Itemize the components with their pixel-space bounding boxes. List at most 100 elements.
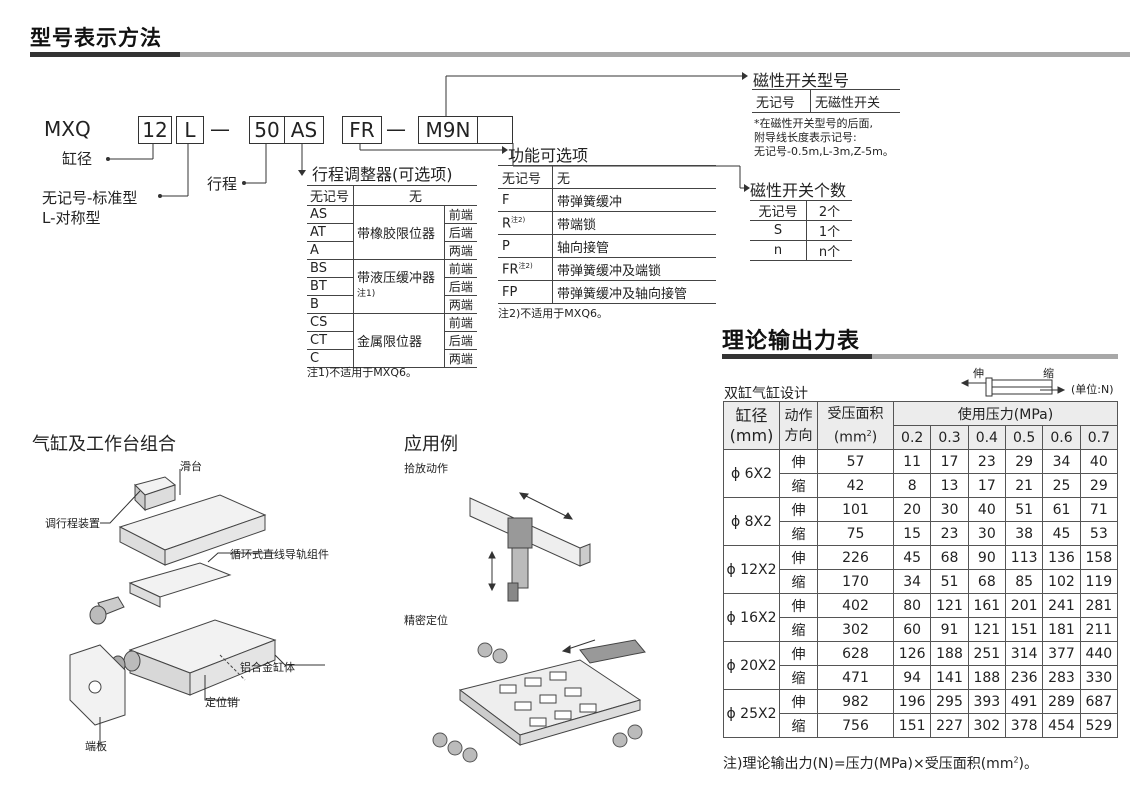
force-value-cell: 302	[967, 713, 1006, 738]
adjuster-code: BS	[307, 259, 354, 278]
force-section-title: 理论输出力表	[722, 329, 861, 354]
label-linear-guide: 循环式直线导轨组件	[230, 548, 329, 561]
force-value-cell: 295	[930, 689, 969, 714]
force-value-cell: 119	[1079, 569, 1119, 594]
adjuster-group-name: 带液压缓冲器	[357, 271, 436, 286]
adjuster-code: C	[307, 349, 354, 368]
adjuster-header-row: 无记号 无	[307, 185, 477, 206]
force-subtitle: 双缸气缸设计	[724, 386, 808, 402]
force-value-cell: 377	[1042, 641, 1081, 666]
function-desc: 带端锁	[552, 211, 716, 235]
force-value-cell: 85	[1004, 569, 1044, 594]
header-bore: 缸径(mm)	[723, 401, 780, 450]
force-value-cell: 91	[930, 617, 969, 642]
table-row: R注2)带端锁	[498, 211, 716, 235]
adjuster-note: 注1)不适用于MXQ6。	[307, 366, 417, 379]
model-dash: —	[210, 117, 230, 141]
type-label-standard: 无记号-标准型	[42, 189, 138, 207]
force-value-cell: 21	[1004, 473, 1044, 498]
force-table: 缸径(mm) 动作方向 受压面积(mm2) 使用压力(MPa) 0.2 0.3 …	[723, 401, 1119, 738]
model-prefix: MXQ	[44, 117, 91, 141]
force-value-cell: 188	[967, 665, 1006, 690]
force-unit: (单位:N)	[1071, 383, 1114, 396]
table-row: AT 后端	[307, 223, 477, 242]
function-desc: 无	[552, 165, 716, 189]
force-value-cell: 45	[892, 545, 932, 570]
application-example-pick-place: 拾放动作	[404, 462, 448, 475]
switch-model-note-1: *在磁性开关型号的后面,	[754, 117, 873, 130]
switch-count-title: 磁性开关个数	[750, 181, 847, 200]
force-value-cell: 51	[930, 569, 969, 594]
force-value-cell: 151	[1004, 617, 1044, 642]
force-value-cell: 68	[930, 545, 969, 570]
adjuster-header-code: 无记号	[307, 185, 354, 206]
direction-cell: 伸	[779, 449, 818, 474]
force-value-cell: 393	[967, 689, 1006, 714]
label-stroke-adjuster: 调行程装置	[45, 517, 100, 530]
stroke-label: 行程	[207, 175, 238, 193]
force-value-cell: 34	[892, 569, 932, 594]
area-cell: 471	[817, 665, 894, 690]
adjuster-code: AT	[307, 223, 354, 242]
header-bore-label: 缸径	[735, 405, 768, 425]
area-cell: 75	[817, 521, 894, 546]
force-value-cell: 196	[892, 689, 932, 714]
force-value-cell: 61	[1042, 497, 1081, 522]
force-value-cell: 29	[1004, 449, 1044, 474]
force-value-cell: 23	[967, 449, 1006, 474]
area-cell: 402	[817, 593, 894, 618]
precise-positioning-diagram	[432, 639, 646, 763]
bore-code-box: 12	[138, 116, 172, 144]
adjuster-pos: 后端	[443, 223, 477, 242]
bore-cell: ϕ 20X2	[723, 641, 780, 690]
header-area: 受压面积(mm2)	[817, 401, 894, 450]
force-value-cell: 181	[1042, 617, 1081, 642]
force-value-cell: 314	[1004, 641, 1044, 666]
pressure-value: 0.5	[1004, 425, 1044, 450]
force-note-a: 注)理论输出力(N)=压力(MPa)×受压面积(mm	[723, 756, 1014, 772]
header-direction-1: 动作	[784, 407, 813, 424]
model-section-bar	[30, 52, 1130, 57]
direction-cell: 伸	[779, 593, 818, 618]
switch-count-code: n	[750, 240, 807, 261]
force-value-cell: 330	[1079, 665, 1119, 690]
force-value-cell: 121	[930, 593, 969, 618]
function-code-box: FR	[342, 116, 382, 144]
adjuster-group-cell: 带液压缓冲器注1)	[353, 259, 445, 314]
switch-model-note-2: 附导线长度表示记号:	[754, 131, 857, 144]
type-label-symmetric: L-对称型	[42, 209, 101, 227]
adjuster-code: BT	[307, 277, 354, 296]
direction-cell: 伸	[779, 641, 818, 666]
force-value-cell: 378	[1004, 713, 1044, 738]
force-value-cell: 102	[1042, 569, 1081, 594]
adjuster-pos: 前端	[443, 205, 477, 224]
adjuster-pos: 前端	[443, 313, 477, 332]
force-value-cell: 687	[1079, 689, 1119, 714]
cylinder-direction-icon	[960, 377, 1066, 397]
force-value-cell: 17	[930, 449, 969, 474]
header-area-close: )	[871, 429, 878, 446]
adjuster-title: 行程调整器(可选项)	[312, 165, 453, 184]
force-value-cell: 45	[1042, 521, 1081, 546]
table-row: 无记号无磁性开关	[752, 89, 900, 113]
extend-label: 伸	[973, 367, 984, 380]
force-value-cell: 281	[1079, 593, 1119, 618]
direction-cell: 伸	[779, 689, 818, 714]
force-value-cell: 80	[892, 593, 932, 618]
switch-model-value: 无磁性开关	[810, 89, 900, 113]
area-cell: 170	[817, 569, 894, 594]
stroke-code-box: 50	[249, 116, 285, 144]
force-value-cell: 34	[1042, 449, 1081, 474]
function-code: 无记号	[498, 165, 553, 189]
header-bore-unit: (mm)	[729, 425, 774, 445]
